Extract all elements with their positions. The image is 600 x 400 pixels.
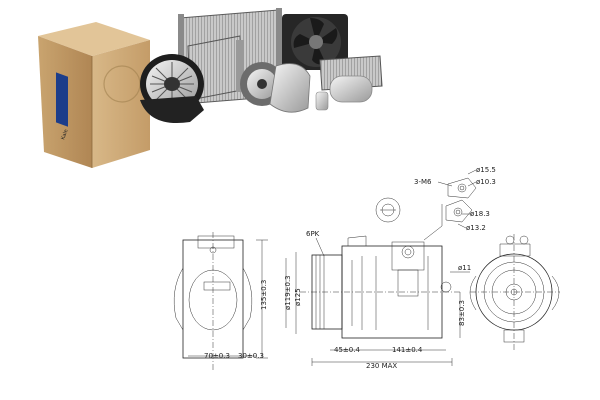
dim-135: 135±0.3 [260, 280, 268, 310]
dim-d13-2: ø13.2 [466, 224, 486, 232]
side-view: 6PK ø119±0.3 ø125 83±0.3 ø11 45±0.4 141±… [284, 230, 471, 370]
dim-70: 70±0.3 [204, 352, 230, 360]
dim-83: 83±0.3 [458, 300, 466, 326]
dim-d15-5: ø15.5 [476, 166, 496, 174]
dim-m6: 3-M6 [414, 178, 432, 186]
dim-d119: ø119±0.3 [284, 275, 292, 310]
blower-motor [140, 54, 204, 124]
receiver-drier [315, 75, 373, 111]
left-view: 135±0.3 70±0.3 30±0.3 [173, 232, 268, 370]
dim-d10-3: ø10.3 [476, 178, 496, 186]
cardboard-box: Kale [38, 22, 150, 168]
dim-230: 230 MAX [366, 362, 397, 370]
radiator-fan [282, 14, 348, 70]
detail-callouts: 3-M6 ø15.5 ø10.3 ø18.3 ø13.2 [375, 166, 496, 241]
dim-30: 30±0.3 [238, 352, 264, 360]
dim-d125: ø125 [294, 288, 302, 306]
dim-6pk: 6PK [306, 230, 320, 238]
box-label: Kale [60, 129, 69, 141]
dim-141: 141±0.4 [392, 346, 423, 354]
compressor-photo [240, 62, 311, 113]
right-view [469, 234, 560, 350]
dim-45: 45±0.4 [334, 346, 360, 354]
dim-d18-3: ø18.3 [470, 210, 490, 218]
dim-d11: ø11 [458, 264, 471, 272]
